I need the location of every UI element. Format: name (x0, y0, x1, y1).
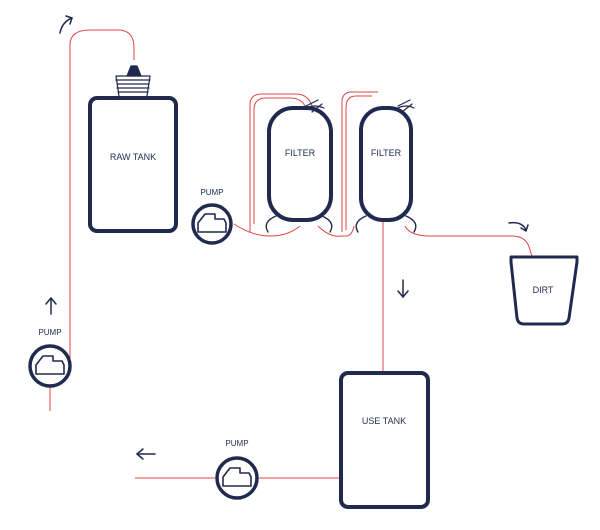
raw-tank: RAW TANK (88, 96, 178, 233)
use-tank-label: USE TANK (362, 416, 406, 426)
pump-top: PUMP (191, 188, 233, 245)
raw-tank-label: RAW TANK (110, 152, 156, 162)
pipes (49, 29, 533, 479)
arrow-curved-down-icon (508, 221, 529, 232)
use-tank: USE TANK (339, 371, 430, 509)
dirt-bucket: DIRT (509, 255, 579, 326)
pump-icon (215, 456, 259, 500)
pump-bottom-label: PUMP (225, 439, 248, 448)
filter-1-label: FILTER (285, 148, 316, 158)
pump-top-label: PUMP (200, 188, 223, 197)
pipe-filter-output (382, 218, 533, 373)
pipe-left-riser (49, 29, 135, 411)
arrow-left-icon (136, 448, 156, 460)
pipe-to-filters (233, 91, 378, 237)
filter-2-label: FILTER (371, 148, 402, 158)
arrow-down-icon (397, 279, 409, 298)
arrow-up-icon (45, 297, 57, 315)
filter-1: FILTER (265, 99, 333, 233)
dirt-label: DIRT (533, 285, 554, 295)
pump-left: PUMP (28, 328, 72, 388)
pump-icon (191, 203, 233, 245)
pump-left-label: PUMP (38, 328, 61, 337)
spray-nozzle-icon (115, 65, 151, 97)
pump-icon (28, 344, 72, 388)
filter-2: FILTER (355, 99, 417, 233)
arrow-curved-right-icon (59, 15, 73, 34)
pump-bottom: PUMP (215, 439, 259, 500)
